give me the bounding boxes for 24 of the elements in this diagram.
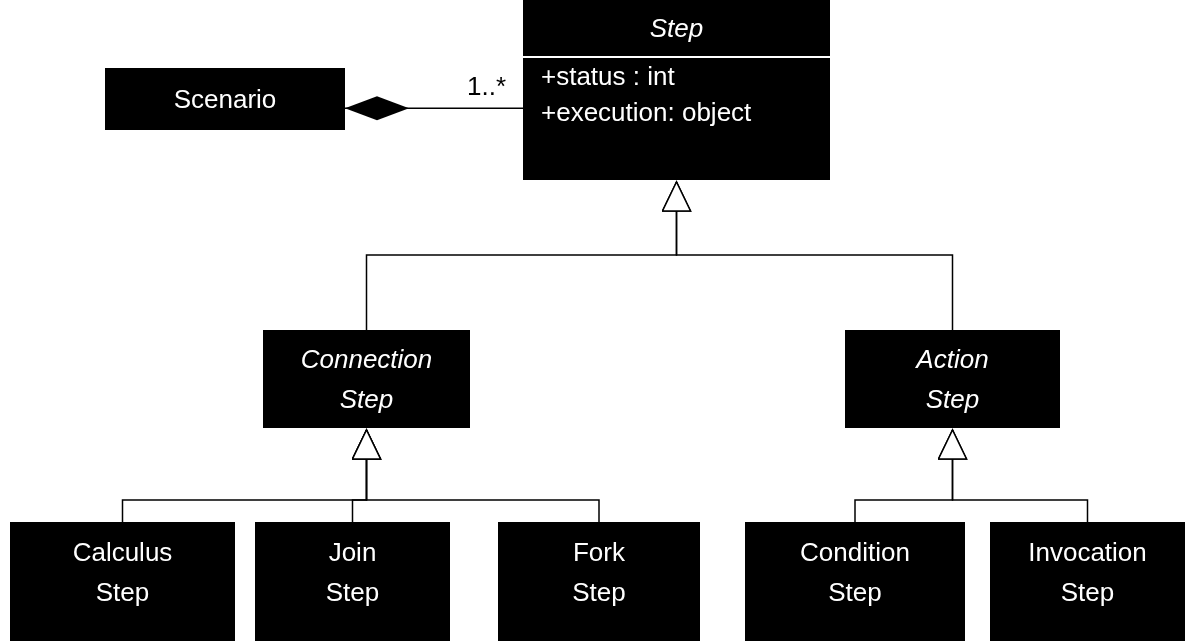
generalization-arrow xyxy=(351,429,600,523)
class-box xyxy=(498,522,700,641)
attribute-text: +execution: object xyxy=(540,96,752,129)
class-name: Connection Step xyxy=(300,343,433,416)
class-box xyxy=(255,522,450,641)
class-name: Step xyxy=(523,0,830,58)
generalization-arrow xyxy=(937,429,1089,523)
class-name: Scenario xyxy=(173,83,277,116)
class-name: Calculus Step xyxy=(72,536,173,609)
class-box xyxy=(10,522,235,641)
class-name: Fork Step xyxy=(572,536,626,609)
class-box xyxy=(845,330,1060,428)
class-name: Invocation Step xyxy=(1028,536,1147,609)
class-name: Join Step xyxy=(325,536,380,609)
composition-line xyxy=(344,96,524,121)
class-box xyxy=(105,68,345,130)
class-box xyxy=(523,0,830,180)
generalization-arrow xyxy=(661,181,954,331)
class-box xyxy=(263,330,470,428)
class-box xyxy=(745,522,965,641)
class-name: Condition Step xyxy=(800,536,910,609)
attribute-text: +status : int xyxy=(540,60,675,93)
class-box xyxy=(990,522,1185,641)
class-name: Action Step xyxy=(916,343,989,416)
